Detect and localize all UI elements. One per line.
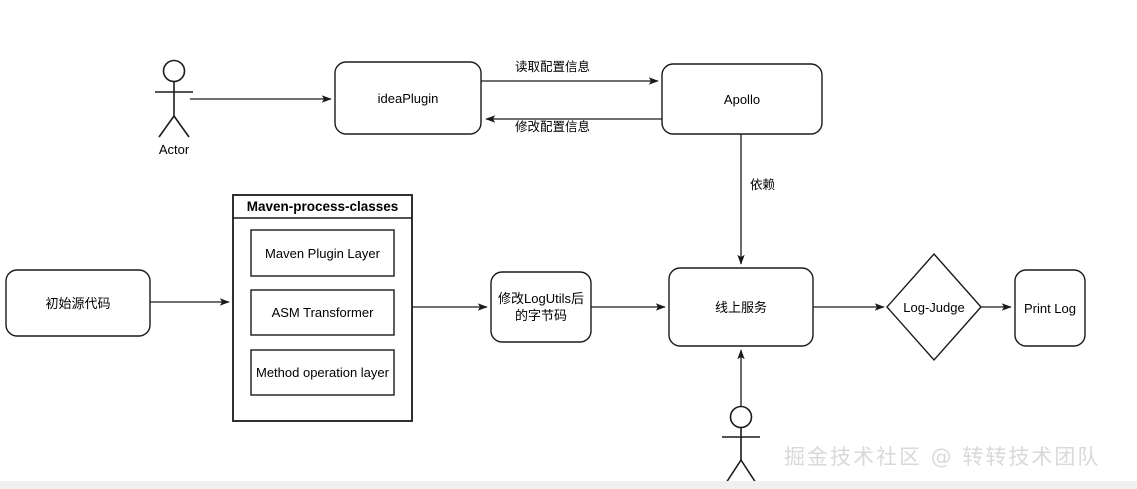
node-maven-plugin-layer bbox=[250, 229, 395, 277]
node-bytecode bbox=[490, 271, 592, 343]
node-log-judge bbox=[886, 252, 982, 362]
bottom-strip bbox=[0, 481, 1137, 489]
node-print-log bbox=[1014, 269, 1086, 347]
actor-bottom-figure bbox=[722, 405, 760, 484]
node-idea-plugin bbox=[334, 61, 482, 135]
watermark-text: 掘金技术社区 @ 转转技术团队 bbox=[784, 445, 1101, 469]
edge-label-modify-config: 修改配置信息 bbox=[515, 120, 591, 134]
node-apollo bbox=[661, 63, 823, 135]
actor-top-figure bbox=[155, 59, 193, 138]
node-source-code bbox=[5, 269, 151, 337]
node-online-service bbox=[668, 267, 814, 347]
actor-top-label: Actor bbox=[158, 142, 190, 157]
edge-label-dependency: 依赖 bbox=[750, 178, 776, 192]
node-method-operation-layer bbox=[250, 349, 395, 396]
node-asm-transformer bbox=[250, 289, 395, 336]
edge-label-read-config: 读取配置信息 bbox=[515, 60, 591, 74]
maven-group-title: Maven-process-classes bbox=[246, 199, 399, 214]
